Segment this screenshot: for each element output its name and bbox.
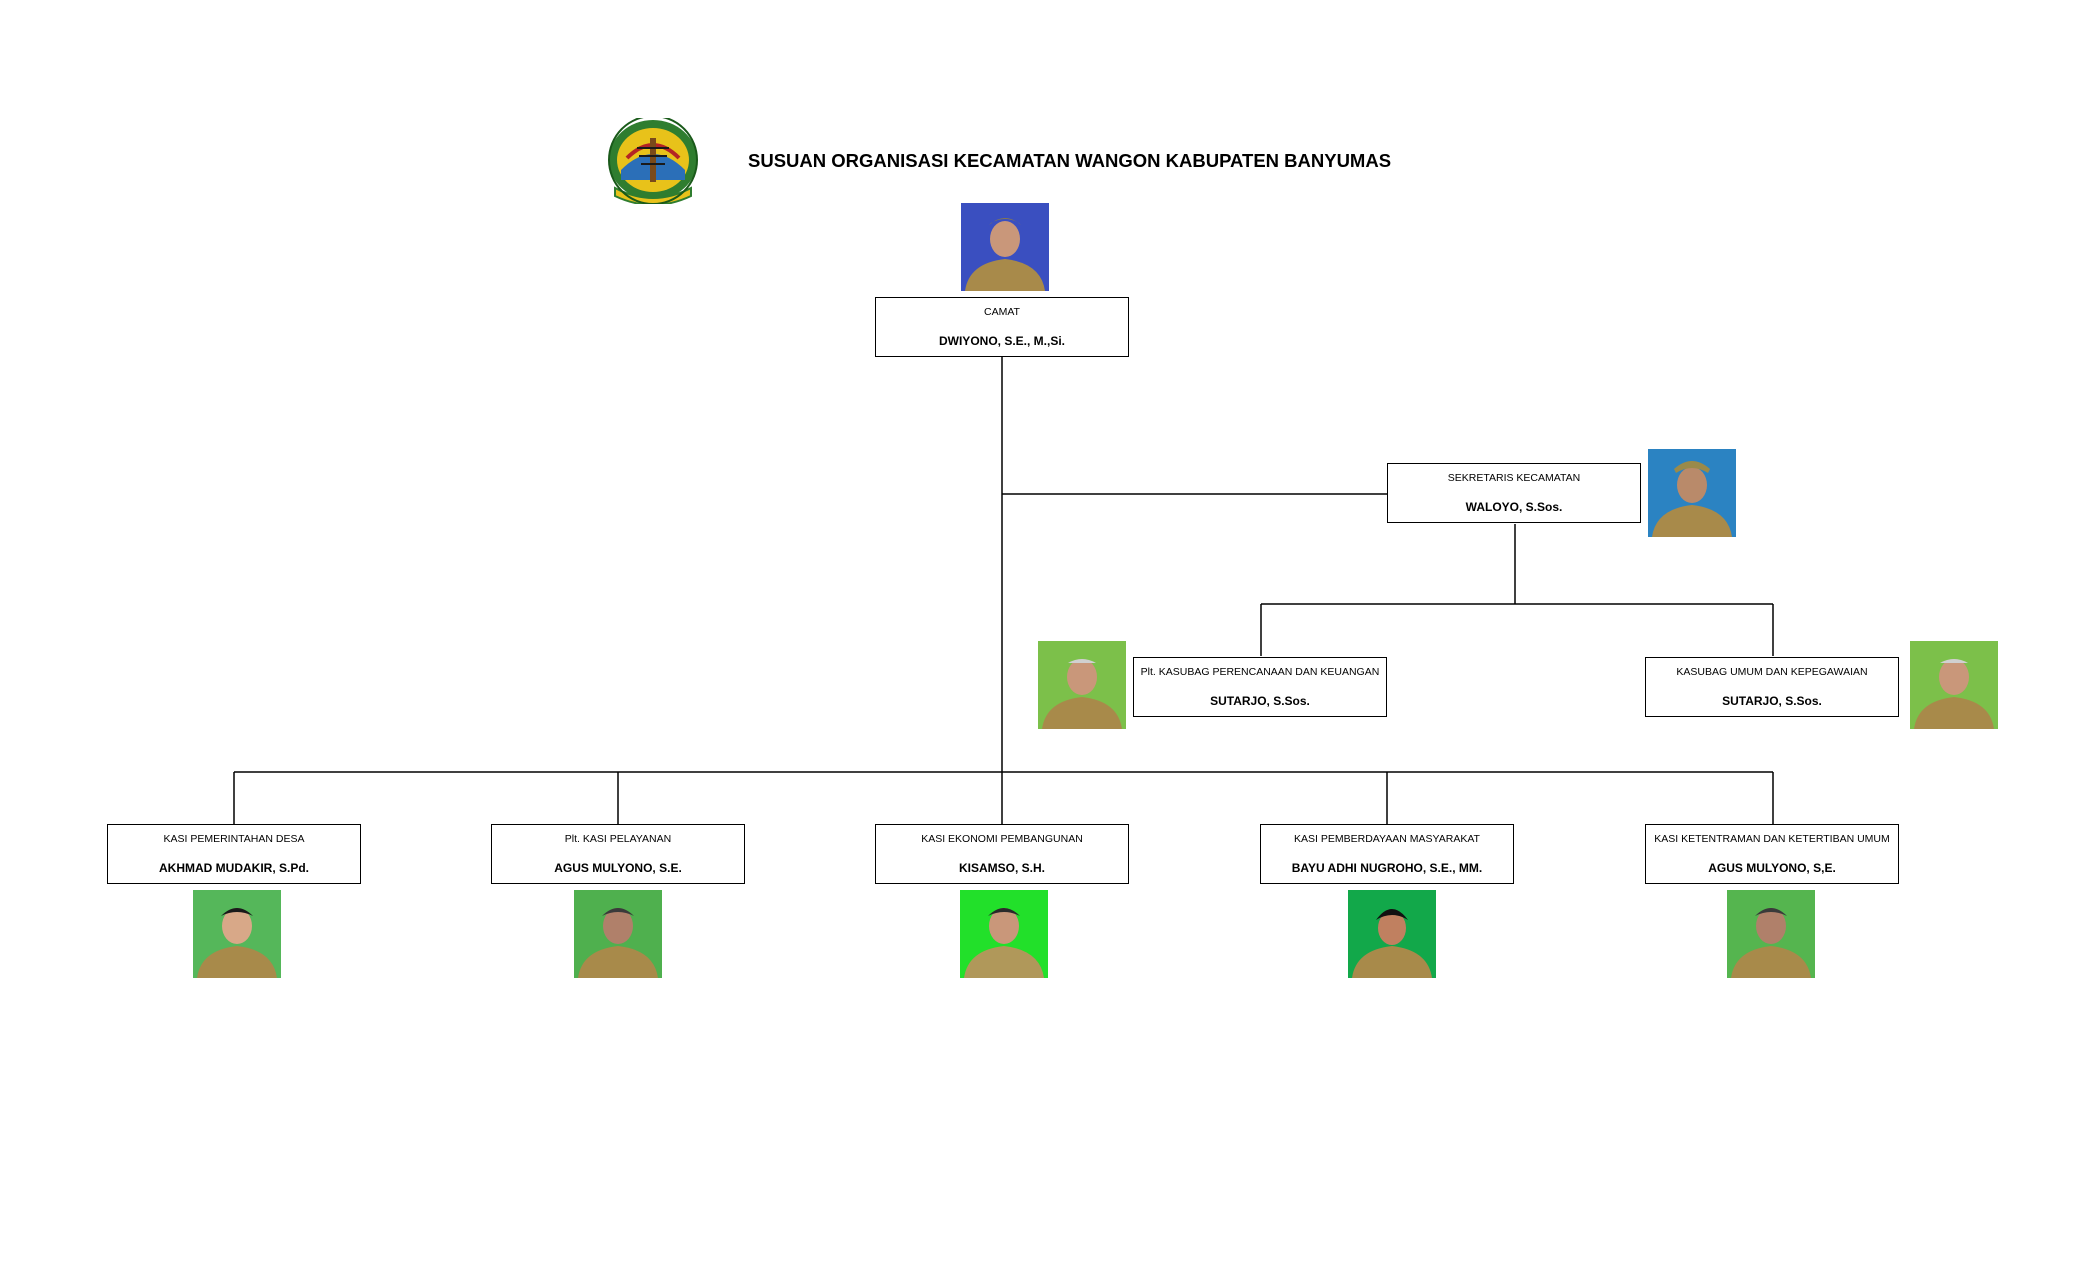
sekretaris-name: WALOYO, S.Sos. xyxy=(1465,500,1563,514)
kasi-ketentraman-role: KASI KETENTRAMAN DAN KETERTIBAN UMUM xyxy=(1654,833,1890,845)
camat-box: CAMAT DWIYONO, S.E., M.,Si. xyxy=(875,297,1129,357)
sekretaris-photo xyxy=(1648,449,1736,537)
kasi-ketentraman-box: KASI KETENTRAMAN DAN KETERTIBAN UMUM AGU… xyxy=(1645,824,1899,884)
kasi-pemerintahan-box: KASI PEMERINTAHAN DESA AKHMAD MUDAKIR, S… xyxy=(107,824,361,884)
kasubag-umum-role: KASUBAG UMUM DAN KEPEGAWAIAN xyxy=(1676,666,1868,678)
kasi-pemberdayaan-name: BAYU ADHI NUGROHO, S.E., MM. xyxy=(1291,861,1483,875)
kasi-ketentraman-photo xyxy=(1727,890,1815,978)
kasubag-umum-name: SUTARJO, S.Sos. xyxy=(1722,694,1822,708)
kasi-pemberdayaan-role: KASI PEMBERDAYAAN MASYARAKAT xyxy=(1294,833,1480,845)
kasubag-perencanaan-role: Plt. KASUBAG PERENCANAAN DAN KEUANGAN xyxy=(1140,666,1380,678)
kasi-pelayanan-photo xyxy=(574,890,662,978)
kasi-ketentraman-name: AGUS MULYONO, S,E. xyxy=(1708,861,1836,875)
kasubag-perencanaan-name: SUTARJO, S.Sos. xyxy=(1210,694,1310,708)
banyumas-regency-emblem-icon xyxy=(607,115,699,206)
kasubag-perencanaan-photo xyxy=(1038,641,1126,729)
camat-name: DWIYONO, S.E., M.,Si. xyxy=(938,334,1065,348)
kasi-pemberdayaan-box: KASI PEMBERDAYAAN MASYARAKAT BAYU ADHI N… xyxy=(1260,824,1514,884)
kasubag-umum-photo xyxy=(1910,641,1998,729)
kasi-ekonomi-box: KASI EKONOMI PEMBANGUNAN KISAMSO, S.H. xyxy=(875,824,1129,884)
kasi-ekonomi-role: KASI EKONOMI PEMBANGUNAN xyxy=(921,833,1083,845)
page-title: SUSUAN ORGANISASI KECAMATAN WANGON KABUP… xyxy=(748,150,1392,171)
camat-photo xyxy=(961,203,1049,291)
kasi-pemerintahan-name: AKHMAD MUDAKIR, S.Pd. xyxy=(159,861,309,875)
kasi-ekonomi-name: KISAMSO, S.H. xyxy=(958,861,1045,875)
kasi-pemerintahan-photo xyxy=(193,890,281,978)
kasi-ekonomi-photo xyxy=(960,890,1048,978)
kasi-pelayanan-name: AGUS MULYONO, S.E. xyxy=(554,861,682,875)
kasi-pemberdayaan-photo xyxy=(1348,890,1436,978)
kasi-pelayanan-box: Plt. KASI PELAYANAN AGUS MULYONO, S.E. xyxy=(491,824,745,884)
sekretaris-box: SEKRETARIS KECAMATAN WALOYO, S.Sos. xyxy=(1387,463,1641,523)
kasi-pemerintahan-role: KASI PEMERINTAHAN DESA xyxy=(163,833,305,845)
sekretaris-role: SEKRETARIS KECAMATAN xyxy=(1447,472,1581,484)
kasi-pelayanan-role: Plt. KASI PELAYANAN xyxy=(564,833,672,845)
kasubag-umum-box: KASUBAG UMUM DAN KEPEGAWAIAN SUTARJO, S.… xyxy=(1645,657,1899,717)
camat-role: CAMAT xyxy=(984,306,1020,318)
kasubag-perencanaan-box: Plt. KASUBAG PERENCANAAN DAN KEUANGAN SU… xyxy=(1133,657,1387,717)
